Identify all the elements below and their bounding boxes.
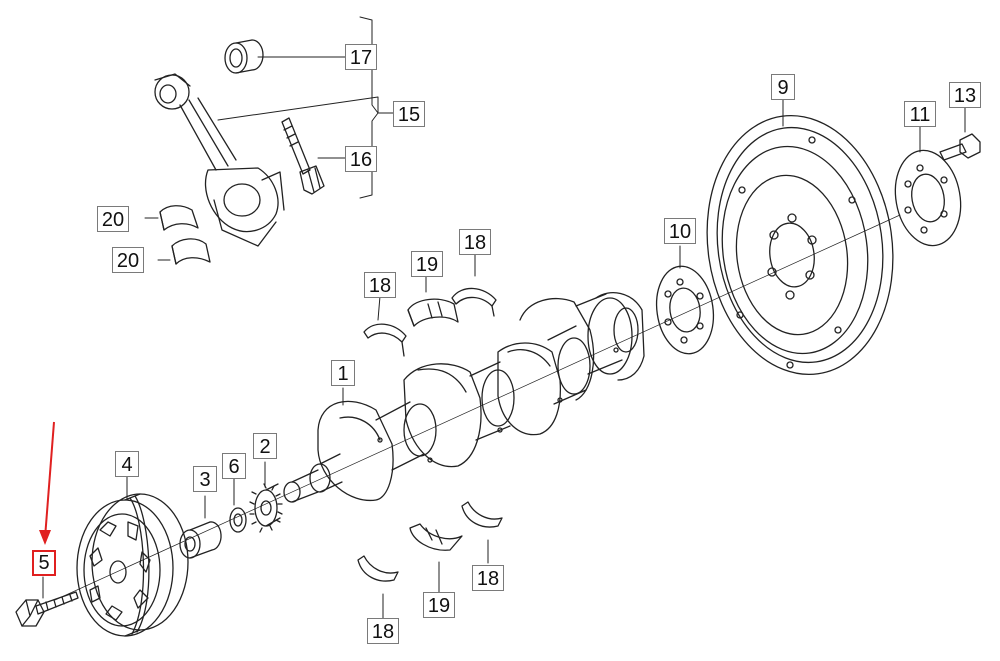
callout-20-lower: 20 [112,247,144,273]
callout-17: 17 [345,44,377,70]
callout-3: 3 [193,466,217,492]
callout-18-top-right: 18 [459,229,491,255]
connecting-rod [154,73,285,247]
conrod-bolt [281,117,325,195]
drive-plate [655,265,715,355]
main-bearing-shell-lower [409,523,463,551]
callout-2: 2 [253,433,277,459]
flywheel-bolt [939,133,981,161]
sleeve [179,521,222,559]
callout-18-top-left: 18 [364,272,396,298]
washer [229,507,247,533]
callout-19-top: 19 [411,251,443,277]
thrust-washer-lower-left [357,555,399,582]
thrust-washer-upper-right [451,287,497,317]
callout-18-bottom-right: 18 [472,565,504,591]
thrust-washer-upper-left [363,323,407,357]
main-bearing-shell-upper [407,298,459,327]
crankshaft [283,292,645,503]
callout-6: 6 [222,453,246,479]
callout-10: 10 [664,218,696,244]
callout-16: 16 [345,146,377,172]
small-end-bushing [224,39,264,74]
crankshaft-sprocket [249,483,283,533]
callout-20-upper: 20 [97,206,129,232]
pulley-bolt [15,591,79,627]
callout-11: 11 [904,101,936,127]
callout-1: 1 [331,360,355,386]
thrust-washer-lower-right [461,501,503,528]
callout-5-highlighted: 5 [32,550,56,576]
centre-axis [54,214,901,601]
callout-4: 4 [115,451,139,477]
vibration-damper-pulley [76,493,189,637]
callout-9: 9 [771,74,795,100]
group-bracket [359,16,379,199]
conrod-bearing-shell-lower [171,238,211,265]
conrod-bearing-shell-upper [159,205,199,231]
highlight-arrow [39,421,55,545]
flywheel-spacer-plate [894,149,962,247]
callout-19-bottom: 19 [423,592,455,618]
leader-lines [42,56,966,619]
callout-15: 15 [393,101,425,127]
callout-18-bottom-left: 18 [367,618,399,644]
flywheel [706,114,894,376]
callout-13: 13 [949,82,981,108]
